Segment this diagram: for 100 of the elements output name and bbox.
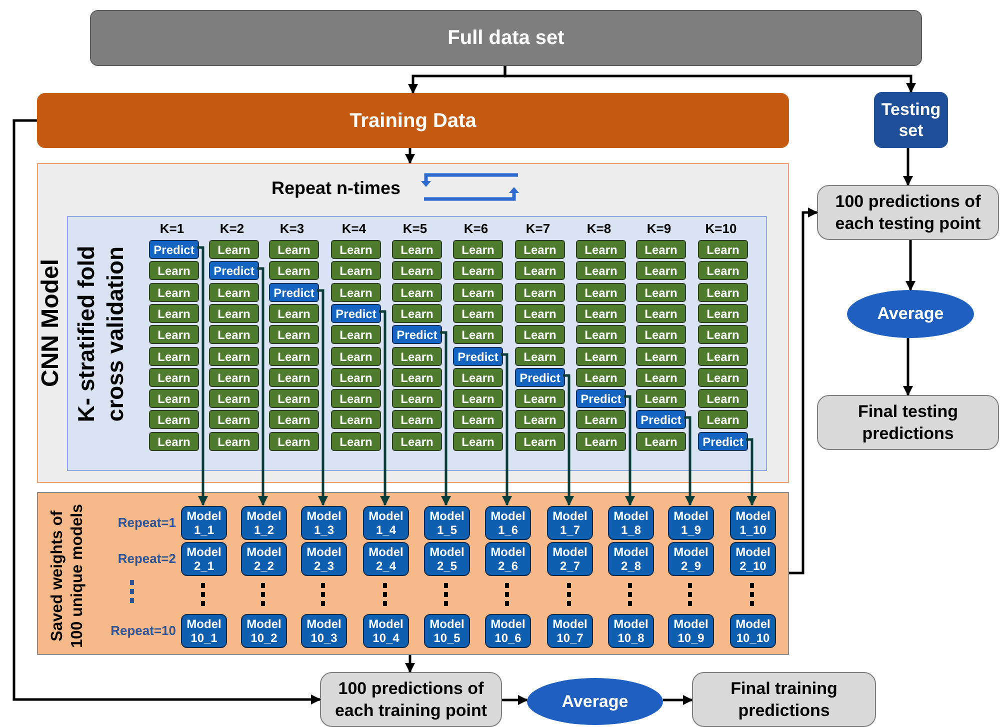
- cross-validation-panel: [67, 216, 767, 471]
- learn-box: Learn: [331, 432, 381, 451]
- predict-box: Predict: [698, 432, 748, 451]
- learn-box: Learn: [149, 347, 199, 366]
- model-panel: [37, 163, 789, 483]
- learn-box: Learn: [149, 432, 199, 451]
- repeat-label: Repeat=2: [116, 550, 176, 566]
- model-box: Model 1_3: [301, 506, 347, 540]
- arrow: [405, 655, 415, 673]
- learn-box: Learn: [576, 432, 626, 451]
- learn-box: Learn: [636, 347, 686, 366]
- learn-box: Learn: [576, 410, 626, 429]
- learn-box: Learn: [515, 283, 565, 302]
- fold-label: K=3: [278, 221, 306, 236]
- learn-box: Learn: [636, 432, 686, 451]
- result-box: Final training predictions: [692, 672, 876, 727]
- learn-box: Learn: [698, 240, 748, 259]
- learn-box: Learn: [331, 283, 381, 302]
- model-box: Model 2_7: [547, 542, 593, 576]
- result-box: 100 predictions of each testing point: [817, 185, 999, 240]
- learn-box: Learn: [209, 304, 259, 323]
- model-box: Model 10_5: [424, 614, 470, 648]
- model-box: Model 10_7: [547, 614, 593, 648]
- arrow: [663, 695, 693, 705]
- repeat-label: Repeat=1: [116, 514, 176, 530]
- learn-box: Learn: [392, 389, 442, 408]
- predict-box: Predict: [453, 347, 503, 366]
- learn-box: Learn: [392, 283, 442, 302]
- learn-box: Learn: [269, 347, 319, 366]
- panel-title: K- stratified fold cross validation: [72, 244, 129, 424]
- learn-box: Learn: [209, 432, 259, 451]
- arrow: [379, 310, 390, 506]
- learn-box: Learn: [453, 432, 503, 451]
- learn-box: Learn: [453, 389, 503, 408]
- arrow: [906, 240, 916, 291]
- learn-box: Learn: [453, 325, 503, 344]
- learn-box: Learn: [576, 261, 626, 280]
- learn-box: Learn: [149, 325, 199, 344]
- learn-box: Learn: [331, 325, 381, 344]
- learn-box: Learn: [392, 304, 442, 323]
- model-box: Model 2_8: [608, 542, 654, 576]
- learn-box: Learn: [698, 347, 748, 366]
- model-box: Model 2_2: [241, 542, 287, 576]
- learn-box: Learn: [636, 304, 686, 323]
- learn-box: Learn: [209, 368, 259, 387]
- header-box: Full data set: [90, 10, 922, 66]
- learn-box: Learn: [636, 261, 686, 280]
- arrow: [563, 374, 574, 506]
- learn-box: Learn: [698, 325, 748, 344]
- learn-box: Learn: [209, 240, 259, 259]
- learn-box: Learn: [392, 368, 442, 387]
- learn-box: Learn: [698, 261, 748, 280]
- weights-panel: [37, 492, 789, 655]
- arrow: [257, 267, 268, 506]
- learn-box: Learn: [515, 432, 565, 451]
- learn-box: Learn: [576, 325, 626, 344]
- predict-box: Predict: [269, 283, 319, 302]
- learn-box: Learn: [515, 325, 565, 344]
- average-ellipse: Average: [527, 678, 663, 725]
- learn-box: Learn: [698, 304, 748, 323]
- model-box: Model 2_3: [301, 542, 347, 576]
- learn-box: Learn: [515, 304, 565, 323]
- learn-box: Learn: [331, 368, 381, 387]
- arrow: [501, 353, 512, 506]
- learn-box: Learn: [698, 410, 748, 429]
- learn-box: Learn: [636, 389, 686, 408]
- learn-box: Learn: [149, 410, 199, 429]
- arrow: [197, 246, 208, 506]
- arrow: [405, 148, 415, 164]
- learn-box: Learn: [392, 261, 442, 280]
- predict-box: Predict: [576, 389, 626, 408]
- learn-box: Learn: [209, 347, 259, 366]
- learn-box: Learn: [149, 389, 199, 408]
- model-box: Model 2_9: [668, 542, 714, 576]
- model-box: Model 10_3: [301, 614, 347, 648]
- arrow: [502, 695, 528, 705]
- arrow: [903, 338, 913, 396]
- learn-box: Learn: [515, 347, 565, 366]
- learn-box: Learn: [331, 240, 381, 259]
- learn-box: Learn: [698, 389, 748, 408]
- model-box: Model 1_1: [181, 506, 227, 540]
- learn-box: Learn: [515, 389, 565, 408]
- learn-box: Learn: [269, 304, 319, 323]
- predict-box: Predict: [209, 261, 259, 280]
- learn-box: Learn: [269, 261, 319, 280]
- fold-label: K=4: [340, 221, 368, 236]
- learn-box: Learn: [698, 283, 748, 302]
- learn-box: Learn: [269, 240, 319, 259]
- model-box: Model 2_5: [424, 542, 470, 576]
- model-box: Model 1_7: [547, 506, 593, 540]
- model-box: Model 2_1: [181, 542, 227, 576]
- arrow: [440, 331, 451, 506]
- learn-box: Learn: [149, 368, 199, 387]
- learn-box: Learn: [209, 410, 259, 429]
- arrow: [684, 416, 695, 506]
- average-ellipse: Average: [847, 290, 974, 338]
- learn-box: Learn: [576, 347, 626, 366]
- model-box: Model 1_4: [363, 506, 409, 540]
- learn-box: Learn: [453, 240, 503, 259]
- predict-box: Predict: [515, 368, 565, 387]
